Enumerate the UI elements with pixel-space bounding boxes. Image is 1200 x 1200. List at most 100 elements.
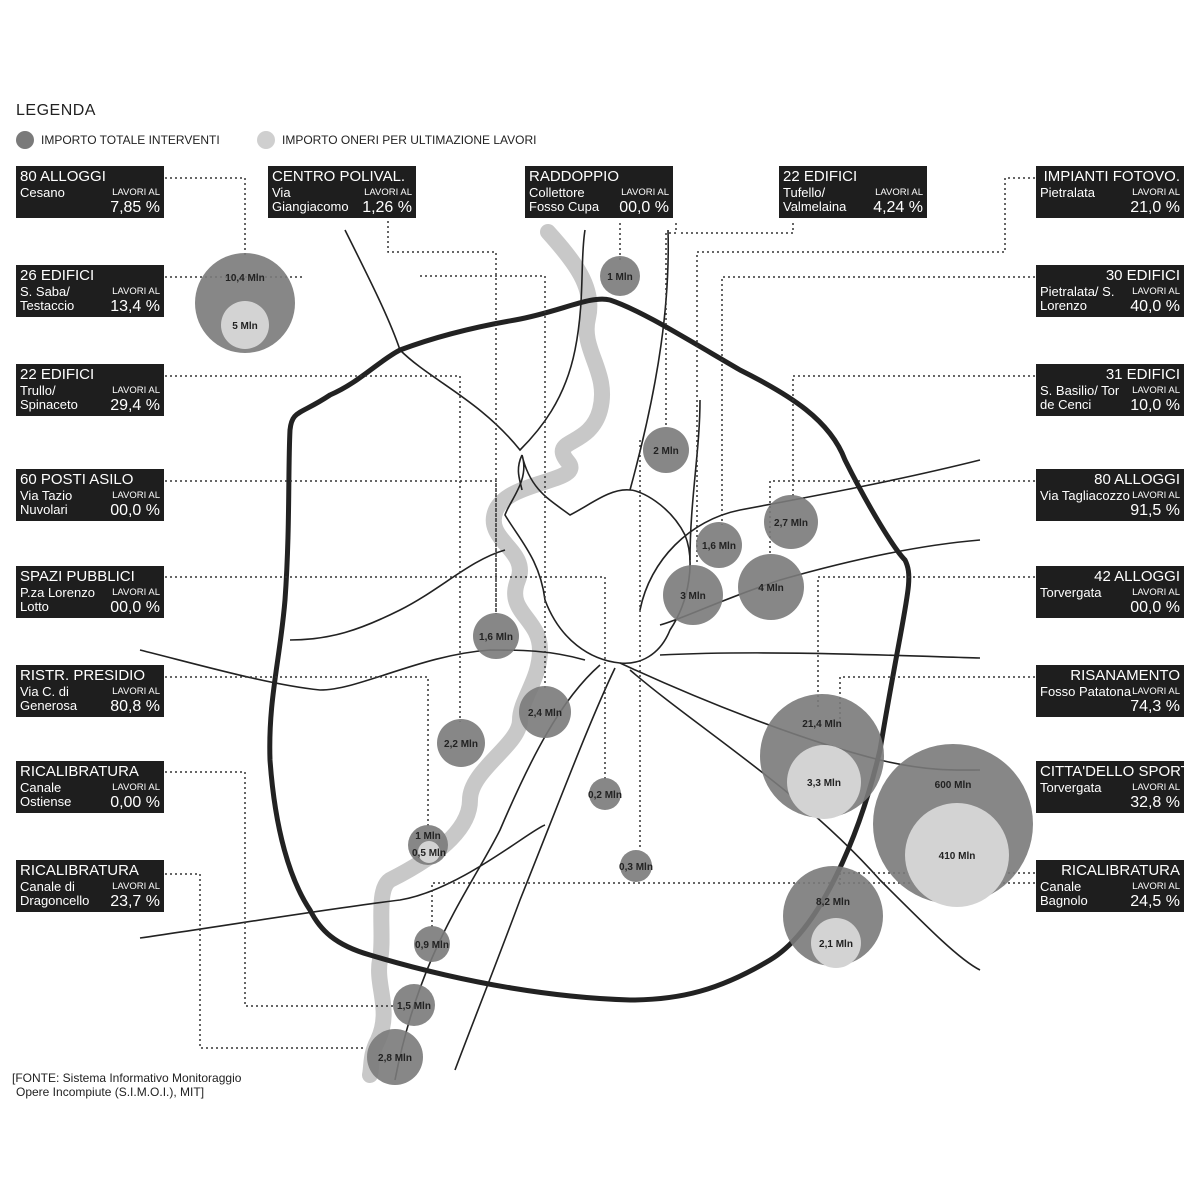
project-percent: 4,24 % <box>873 199 923 216</box>
project-location: Tufello/ Valmelaina <box>783 185 847 214</box>
project-title: 42 ALLOGGI <box>1094 568 1180 585</box>
project-percent: 24,5 % <box>1130 893 1180 910</box>
project-percent: 00,0 % <box>110 502 160 519</box>
lavori-label: LAVORI AL <box>1132 881 1180 892</box>
legend-remaining-swatch <box>257 131 275 149</box>
project-title: RICALIBRATURA <box>1061 862 1180 879</box>
lavori-label: LAVORI AL <box>1132 686 1180 697</box>
project-location: Pietralata <box>1040 185 1095 200</box>
project-location: Fosso Patatona <box>1040 684 1132 699</box>
bubble-total <box>663 565 723 625</box>
project-percent: 80,8 % <box>110 698 160 715</box>
project-location: Canale Bagnolo <box>1040 879 1088 908</box>
project-percent: 13,4 % <box>110 298 160 315</box>
bubble-total-label: 2,8 Mln <box>378 1053 412 1064</box>
bubble-total-label: 2,2 Mln <box>444 739 478 750</box>
lavori-label: LAVORI AL <box>621 187 669 198</box>
bubble-remaining <box>905 803 1009 907</box>
lavori-label: LAVORI AL <box>1132 286 1180 297</box>
project-title: RICALIBRATURA <box>20 862 139 879</box>
bubble-total-label: 1 Mln <box>607 272 633 283</box>
project-location: Canale di Dragoncello <box>20 879 90 908</box>
project-location: Via Tagliacozzo <box>1040 488 1130 503</box>
project-location: Trullo/ Spinaceto <box>20 383 78 412</box>
legend-item-total: IMPORTO TOTALE INTERVENTI <box>16 131 220 149</box>
project-percent: 21,0 % <box>1130 199 1180 216</box>
lavori-label: LAVORI AL <box>1132 490 1180 501</box>
lavori-label: LAVORI AL <box>112 587 160 598</box>
project-title: 31 EDIFICI <box>1105 366 1180 383</box>
bubble-remaining-label: 5 Mln <box>232 321 258 332</box>
lavori-label: LAVORI AL <box>1132 187 1180 198</box>
bubble-remaining <box>418 841 440 863</box>
bubble-remaining-label: 2,1 Mln <box>819 939 853 950</box>
bubble-total-label: 600 Mln <box>935 780 972 791</box>
bubble-remaining <box>221 301 269 349</box>
bubble-total <box>519 686 571 738</box>
bubble-total-label: 4 Mln <box>758 583 784 594</box>
bubble-total <box>393 984 435 1026</box>
bubble-total-label: 1 Mln <box>415 831 441 842</box>
bubble-total <box>738 554 804 620</box>
bubble-total <box>620 850 652 882</box>
project-percent: 91,5 % <box>1130 502 1180 519</box>
project-percent: 23,7 % <box>110 893 160 910</box>
project-percent: 00,0 % <box>110 599 160 616</box>
bubble-total <box>473 613 519 659</box>
lavori-label: LAVORI AL <box>112 385 160 396</box>
bubble-total-label: 2 Mln <box>653 446 679 457</box>
bubble-total-label: 10,4 Mln <box>225 273 264 284</box>
project-title: 80 ALLOGGI <box>1094 471 1180 488</box>
bubble-total-label: 2,4 Mln <box>528 708 562 719</box>
project-percent: 29,4 % <box>110 397 160 414</box>
project-title: SPAZI PUBBLICI <box>20 568 135 585</box>
legend-item-remaining: IMPORTO ONERI PER ULTIMAZIONE LAVORI <box>257 131 536 149</box>
project-location: Torvergata <box>1040 780 1102 795</box>
bubble-total <box>437 719 485 767</box>
project-location: Cesano <box>20 185 65 200</box>
project-title: IMPIANTI FOTOVO. <box>1043 168 1180 185</box>
lavori-label: LAVORI AL <box>112 286 160 297</box>
lavori-label: LAVORI AL <box>364 187 412 198</box>
bubble-remaining <box>811 918 861 968</box>
bubble-total <box>600 256 640 296</box>
lavori-label: LAVORI AL <box>112 782 160 793</box>
project-percent: 32,8 % <box>1130 794 1180 811</box>
project-title: 22 EDIFICI <box>20 366 95 383</box>
legend-title: LEGENDA <box>16 102 96 119</box>
project-percent: 1,26 % <box>362 199 412 216</box>
project-percent: 74,3 % <box>1130 698 1180 715</box>
project-title: RISTR. PRESIDIO <box>20 667 146 684</box>
project-title: 30 EDIFICI <box>1105 267 1180 284</box>
project-location: Via C. di Generosa <box>20 684 78 713</box>
bubble-total-label: 21,4 Mln <box>802 719 841 730</box>
project-title: 80 ALLOGGI <box>20 168 106 185</box>
bubble-total-label: 3 Mln <box>680 591 706 602</box>
project-percent: 7,85 % <box>110 199 160 216</box>
bubble-total <box>696 522 742 568</box>
bubble-remaining-label: 3,3 Mln <box>807 778 841 789</box>
bubble-total <box>414 926 450 962</box>
bubble-total-label: 0,3 Mln <box>619 862 653 873</box>
project-title: CITTA'DELLO SPORT <box>1040 763 1190 780</box>
project-location: Via Giangiacomo <box>272 185 349 214</box>
bubble-remaining-label: 0,5 Mln <box>412 848 446 859</box>
lavori-label: LAVORI AL <box>112 490 160 501</box>
project-location: Torvergata <box>1040 585 1102 600</box>
lavori-label: LAVORI AL <box>875 187 923 198</box>
